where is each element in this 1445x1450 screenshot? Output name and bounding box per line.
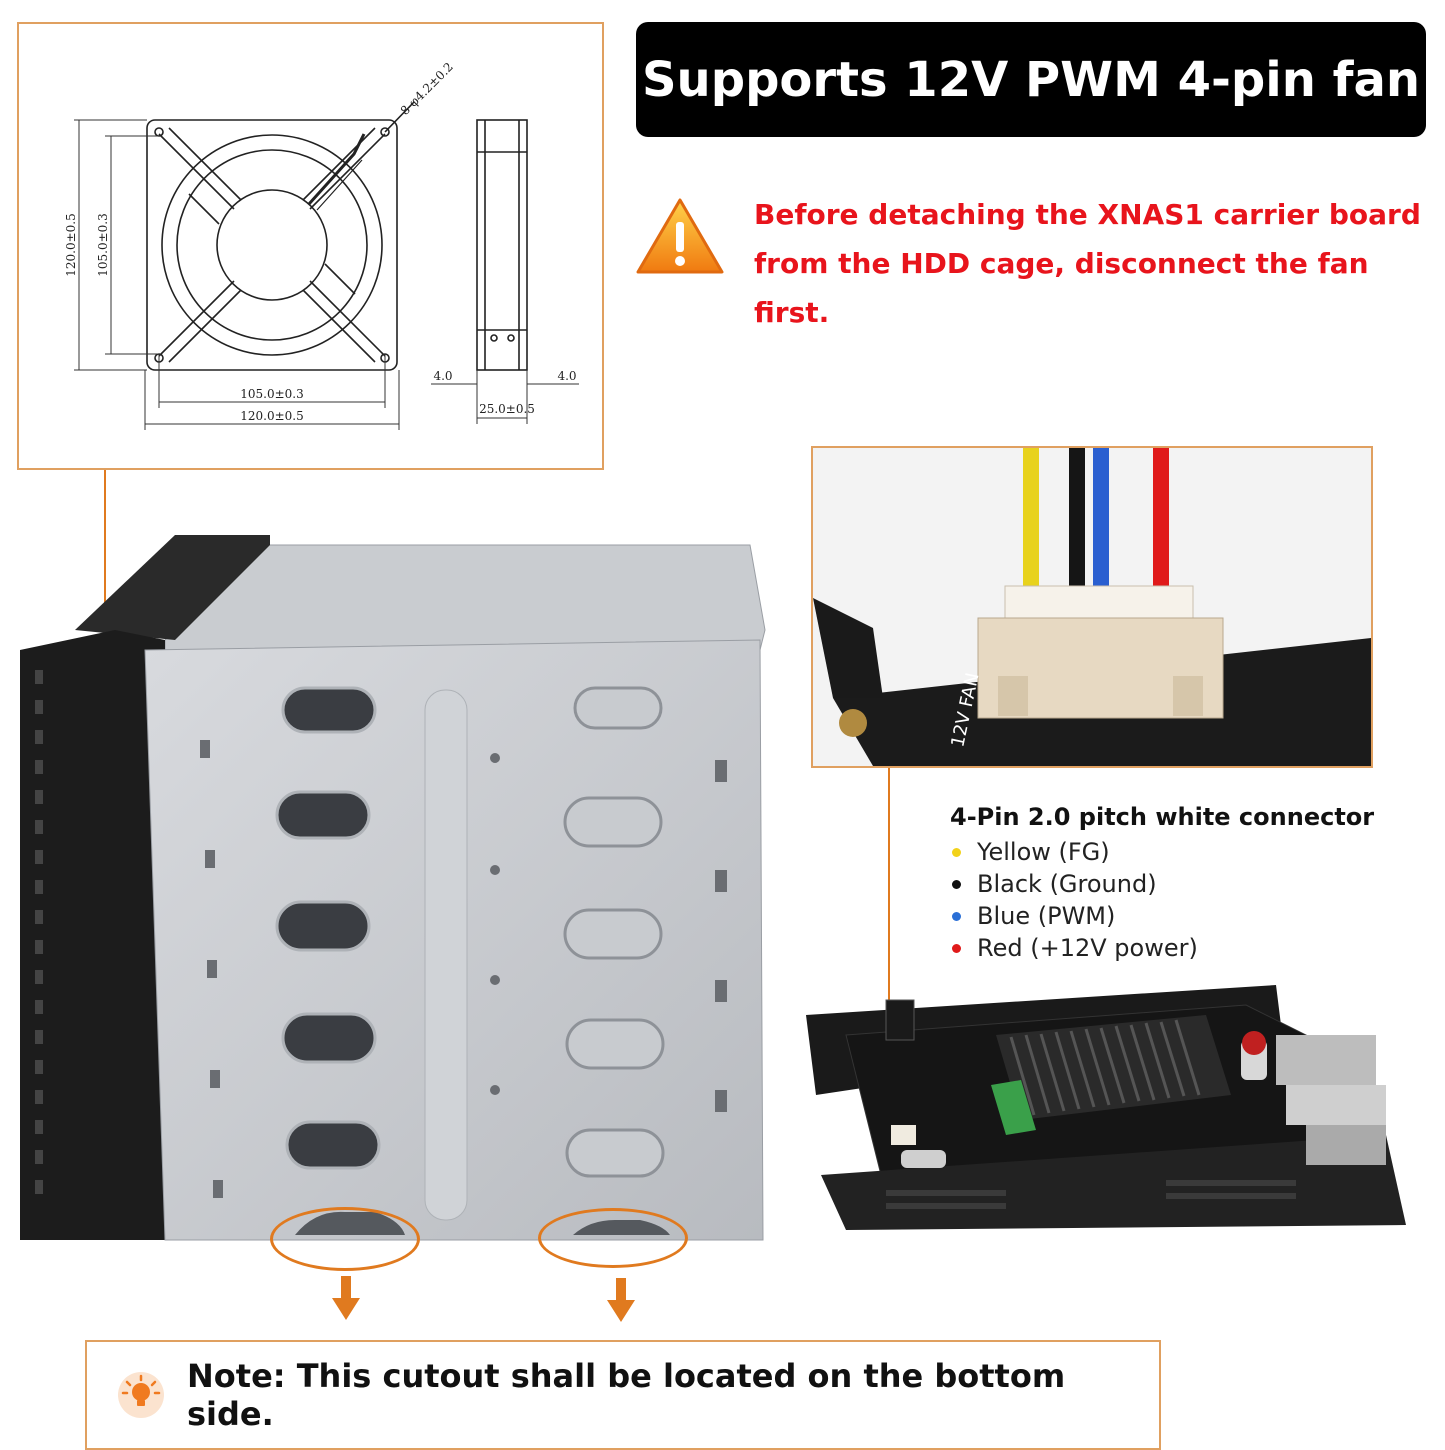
wire-legend-black: Black (Ground) bbox=[948, 870, 1157, 898]
fan-drawing-panel: 120.0±0.5 105.0±0.3 105.0±0.3 120.0±0.5 … bbox=[17, 22, 604, 470]
warning-line-1: Before detaching the XNAS1 carrier board bbox=[754, 198, 1421, 231]
wire-legend-red: Red (+12V power) bbox=[948, 934, 1198, 962]
carrier-board-image bbox=[806, 985, 1426, 1240]
side-left-margin-dimension: 4.0 bbox=[433, 369, 452, 383]
wire-label: Black (Ground) bbox=[977, 870, 1157, 898]
note-bar: Note: This cutout shall be located on th… bbox=[85, 1340, 1161, 1450]
cutout-highlight-right bbox=[538, 1208, 688, 1268]
height-inner-dimension: 105.0±0.3 bbox=[96, 213, 110, 277]
arrow-down-icon bbox=[330, 1276, 362, 1327]
wire-legend-yellow: Yellow (FG) bbox=[948, 838, 1110, 866]
page-title: Supports 12V PWM 4-pin fan bbox=[641, 51, 1421, 108]
wire-label: Yellow (FG) bbox=[977, 838, 1110, 866]
width-inner-dimension: 105.0±0.3 bbox=[240, 387, 304, 401]
side-right-margin-dimension: 4.0 bbox=[557, 369, 576, 383]
warning-line-2: from the HDD cage, disconnect the fan fi… bbox=[754, 247, 1369, 329]
wire-label: Blue (PWM) bbox=[977, 902, 1116, 930]
wire-legend-blue: Blue (PWM) bbox=[948, 902, 1115, 930]
hole-spec-dimension: 8-φ4.2±0.2 bbox=[398, 60, 456, 118]
blue-dot-icon bbox=[952, 911, 961, 921]
connector-leader-line bbox=[888, 768, 890, 1088]
connector-heading: 4-Pin 2.0 pitch white connector bbox=[950, 803, 1375, 831]
black-dot-icon bbox=[952, 879, 961, 889]
arrow-down-icon bbox=[605, 1278, 637, 1329]
height-outer-dimension: 120.0±0.5 bbox=[64, 213, 78, 277]
connector-photo-panel: 12V FAN bbox=[811, 446, 1373, 768]
fan-technical-drawing: 120.0±0.5 105.0±0.3 105.0±0.3 120.0±0.5 … bbox=[64, 60, 579, 430]
warning-icon bbox=[634, 196, 726, 281]
wire-label: Red (+12V power) bbox=[977, 934, 1198, 962]
yellow-dot-icon bbox=[952, 847, 961, 857]
lightbulb-icon bbox=[117, 1371, 165, 1419]
note-text: Note: This cutout shall be located on th… bbox=[187, 1357, 1066, 1433]
cutout-highlight-left bbox=[270, 1207, 420, 1271]
hdd-cage-image bbox=[15, 530, 775, 1265]
side-depth-dimension: 25.0±0.5 bbox=[479, 402, 535, 416]
width-outer-dimension: 120.0±0.5 bbox=[240, 409, 304, 423]
fan-connector-image: 12V FAN bbox=[813, 448, 1371, 766]
warning-text: Before detaching the XNAS1 carrier board… bbox=[754, 190, 1444, 337]
red-dot-icon bbox=[952, 943, 961, 953]
title-banner: Supports 12V PWM 4-pin fan bbox=[636, 22, 1426, 137]
